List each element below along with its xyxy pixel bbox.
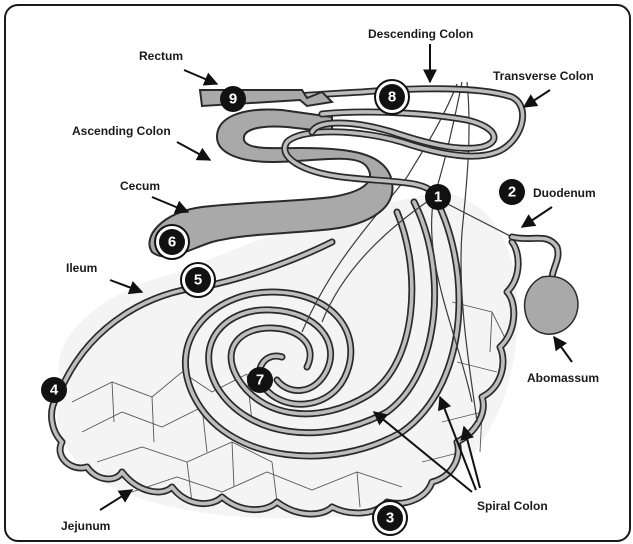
svg-text:2: 2 — [508, 184, 516, 201]
label-ascending-colon: Ascending Colon — [72, 124, 171, 138]
diagram-frame: 1 2 3 4 5 6 7 8 9 Rectum Descending Colo… — [4, 4, 631, 542]
marker-4: 4 — [41, 377, 67, 403]
label-rectum: Rectum — [139, 49, 183, 63]
svg-text:4: 4 — [50, 382, 59, 399]
digestive-tract-illustration: 1 2 3 4 5 6 7 8 9 Rectum Descending Colo… — [6, 6, 629, 540]
label-spiral-colon: Spiral Colon — [477, 499, 548, 513]
marker-5: 5 — [181, 263, 215, 297]
svg-text:3: 3 — [386, 510, 394, 527]
svg-text:9: 9 — [229, 91, 237, 108]
svg-text:7: 7 — [256, 372, 264, 389]
label-duodenum: Duodenum — [533, 186, 596, 200]
label-cecum: Cecum — [120, 179, 160, 193]
svg-text:1: 1 — [434, 189, 442, 206]
label-transverse-colon: Transverse Colon — [493, 69, 594, 83]
marker-3: 3 — [373, 501, 407, 535]
marker-7: 7 — [247, 367, 273, 393]
label-ileum: Ileum — [66, 261, 97, 275]
marker-1: 1 — [425, 184, 451, 210]
label-jejunum: Jejunum — [61, 519, 110, 533]
label-abomassum: Abomassum — [527, 371, 599, 385]
marker-6: 6 — [155, 225, 189, 259]
svg-text:8: 8 — [388, 89, 396, 106]
abomassum — [525, 276, 578, 334]
marker-2: 2 — [499, 179, 525, 205]
marker-9: 9 — [220, 86, 246, 112]
svg-text:5: 5 — [194, 272, 202, 289]
colon-loops — [207, 89, 523, 192]
marker-8: 8 — [375, 80, 409, 114]
label-descending-colon: Descending Colon — [368, 27, 473, 41]
svg-text:6: 6 — [168, 234, 176, 251]
